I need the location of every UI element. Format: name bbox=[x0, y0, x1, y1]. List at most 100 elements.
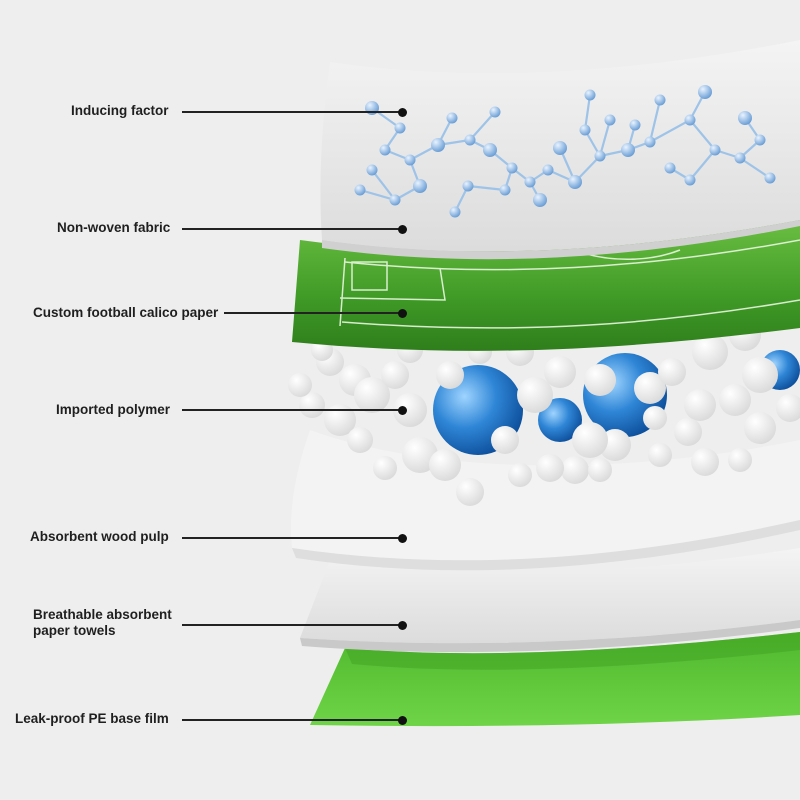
leader-line-towels bbox=[182, 624, 402, 626]
molecule-atom bbox=[489, 106, 501, 118]
polymer-bead bbox=[347, 427, 373, 453]
molecule-atom bbox=[464, 134, 476, 146]
molecule-atom bbox=[462, 180, 474, 192]
leader-line-calico bbox=[224, 312, 402, 314]
leader-dot-calico bbox=[397, 308, 407, 318]
molecule-atom bbox=[524, 176, 536, 188]
molecule-atom bbox=[594, 150, 606, 162]
polymer-bead bbox=[393, 393, 427, 427]
polymer-bead bbox=[508, 463, 532, 487]
polymer-bead bbox=[456, 478, 484, 506]
molecule-atom bbox=[754, 134, 766, 146]
molecule-atom bbox=[764, 172, 776, 184]
molecule-atom bbox=[542, 164, 554, 176]
molecule-atom bbox=[366, 164, 378, 176]
polymer-bead bbox=[324, 404, 356, 436]
molecule-atom bbox=[579, 124, 591, 136]
molecule-atom bbox=[446, 112, 458, 124]
polymer-bead bbox=[402, 437, 438, 473]
polymer-bead bbox=[728, 448, 752, 472]
molecule-atom bbox=[553, 141, 567, 155]
leader-line-nonwoven bbox=[182, 228, 402, 230]
molecule-atom bbox=[644, 136, 656, 148]
label-inducing: Inducing factor bbox=[71, 103, 169, 118]
polymer-bead bbox=[491, 426, 519, 454]
molecule-atom bbox=[365, 101, 379, 115]
molecule-bond bbox=[371, 169, 396, 201]
leader-dot-nonwoven bbox=[397, 224, 407, 234]
label-pefilm: Leak-proof PE base film bbox=[15, 711, 169, 726]
polymer-bead bbox=[744, 412, 776, 444]
molecule-atom bbox=[684, 174, 696, 186]
molecule-bond bbox=[467, 184, 506, 192]
leader-line-inducing bbox=[182, 111, 402, 113]
leader-dot-pefilm bbox=[397, 715, 407, 725]
polymer-bead bbox=[719, 384, 751, 416]
polymer-bead bbox=[634, 372, 666, 404]
leader-dot-pulp bbox=[397, 533, 407, 543]
polymer-bead bbox=[658, 358, 686, 386]
molecule-atom bbox=[654, 94, 666, 106]
polymer-bead bbox=[373, 456, 397, 480]
label-towels: Breathable absorbent paper towels bbox=[33, 607, 172, 638]
polymer-bead bbox=[742, 357, 778, 393]
molecule-atom bbox=[584, 89, 596, 101]
molecule-bond bbox=[649, 119, 691, 143]
leader-dot-polymer bbox=[397, 405, 407, 415]
polymer-bead bbox=[691, 448, 719, 476]
label-polymer: Imported polymer bbox=[56, 402, 171, 417]
polymer-bead bbox=[584, 364, 616, 396]
pe-film-layer bbox=[310, 632, 800, 727]
molecule-atom bbox=[533, 193, 547, 207]
molecule-atom bbox=[431, 138, 445, 152]
polymer-bead bbox=[588, 458, 612, 482]
polymer-bead bbox=[429, 449, 461, 481]
molecule-atom bbox=[413, 179, 427, 193]
molecule-bond bbox=[598, 119, 612, 157]
polymer-bead bbox=[561, 456, 589, 484]
polymer-bead bbox=[354, 377, 390, 413]
molecule-atom bbox=[499, 184, 511, 196]
molecule-atom bbox=[684, 114, 696, 126]
polymer-bead bbox=[536, 454, 564, 482]
molecule-bond bbox=[359, 188, 396, 202]
molecule-atom bbox=[483, 143, 497, 157]
molecule-atom bbox=[629, 119, 641, 131]
molecule-atom bbox=[404, 154, 416, 166]
label-pulp: Absorbent wood pulp bbox=[30, 529, 169, 544]
molecule-atom bbox=[568, 175, 582, 189]
molecule-bond bbox=[739, 157, 771, 179]
molecule-bond bbox=[469, 111, 496, 141]
molecule-atom bbox=[664, 162, 676, 174]
paper-towel-layer bbox=[300, 548, 800, 653]
polymer-bead bbox=[517, 377, 553, 413]
molecule-atom bbox=[738, 111, 752, 125]
molecule-bond bbox=[648, 99, 662, 143]
wood-pulp-layer bbox=[290, 430, 800, 571]
molecule-atom bbox=[698, 85, 712, 99]
polymer-bead bbox=[436, 361, 464, 389]
molecule-atom bbox=[354, 184, 366, 196]
leader-dot-inducing bbox=[397, 107, 407, 117]
leader-line-pefilm bbox=[182, 719, 402, 721]
polymer-bead bbox=[643, 406, 667, 430]
polymer-bead bbox=[776, 394, 800, 422]
leader-line-pulp bbox=[182, 537, 402, 539]
label-nonwoven: Non-woven fabric bbox=[57, 220, 171, 235]
molecule-atom bbox=[389, 194, 401, 206]
polymer-bead bbox=[692, 334, 728, 370]
leader-dot-towels bbox=[397, 620, 407, 630]
molecule-atom bbox=[449, 206, 461, 218]
molecule-atom bbox=[394, 122, 406, 134]
polymer-bead bbox=[684, 389, 716, 421]
polymer-bead bbox=[288, 373, 312, 397]
polymer-layer bbox=[288, 319, 800, 506]
polymer-bead bbox=[674, 418, 702, 446]
polymer-bead bbox=[544, 356, 576, 388]
polymer-bead bbox=[299, 392, 325, 418]
polymer-bead bbox=[648, 443, 672, 467]
molecule-atom bbox=[734, 152, 746, 164]
molecule-atom bbox=[621, 143, 635, 157]
